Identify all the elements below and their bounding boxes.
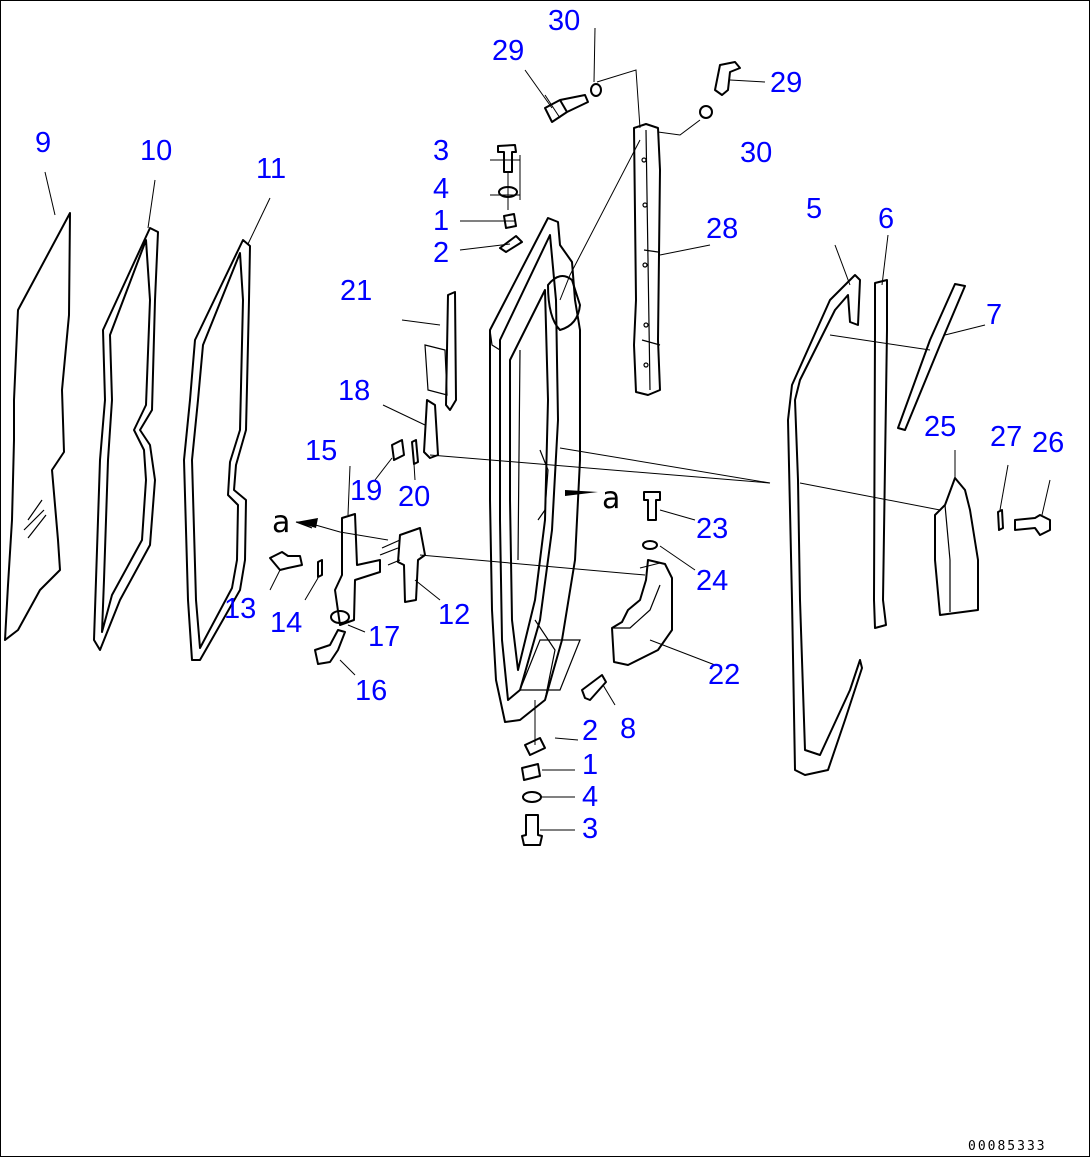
callout-22: 22 [708, 659, 740, 691]
latch-lever-18 [423, 399, 439, 459]
bolt-29-left [544, 94, 589, 123]
strip-6 [873, 279, 888, 629]
callout-13: 13 [224, 593, 256, 625]
bolt-16 [314, 629, 346, 665]
lock-bracket-15 [334, 513, 381, 626]
bolt-26 [1014, 514, 1051, 536]
callout-18: 18 [338, 375, 370, 407]
callout-14: 14 [270, 607, 302, 639]
callout-4-top: 4 [433, 173, 449, 205]
callout-9: 9 [35, 127, 51, 159]
lock-assembly-12 [379, 527, 426, 603]
center-arrow [565, 490, 598, 496]
callout-4-bottom: 4 [582, 781, 598, 813]
top-pin-hardware [497, 144, 523, 253]
bolt-13 [269, 551, 303, 571]
drawing-number: 00085333 [968, 1139, 1047, 1154]
callout-29-right: 29 [770, 67, 802, 99]
callout-24: 24 [696, 565, 728, 597]
callout-2-bottom: 2 [582, 715, 598, 747]
cover-plate-21 [424, 291, 457, 411]
callout-20: 20 [398, 481, 430, 513]
cover-22 [611, 559, 673, 666]
callout-3-top: 3 [433, 135, 449, 167]
bolt-23 [643, 491, 661, 521]
callout-12: 12 [438, 599, 470, 631]
callout-11: 11 [256, 153, 286, 185]
callout-2-top: 2 [433, 237, 449, 269]
washer-30-left [590, 83, 602, 97]
reference-mark-a-center: a [602, 481, 620, 516]
callout-5: 5 [806, 193, 822, 225]
callout-6: 6 [878, 203, 894, 235]
bottom-pin-hardware [521, 737, 546, 846]
callout-17: 17 [368, 621, 400, 653]
callout-15: 15 [305, 435, 337, 467]
spacer-8 [581, 674, 607, 701]
callout-1-top: 1 [433, 205, 449, 237]
washer-24 [642, 540, 658, 550]
callout-28: 28 [706, 213, 738, 245]
hinge-plate-part [633, 123, 661, 396]
callout-23: 23 [696, 513, 728, 545]
callout-30-right: 30 [740, 137, 772, 169]
callout-10: 10 [140, 135, 172, 167]
callout-30-left: 30 [548, 5, 580, 37]
weather-strip-5 [787, 274, 863, 776]
callout-26: 26 [1032, 427, 1064, 459]
cover-25 [934, 477, 979, 616]
door-frame [489, 217, 581, 723]
callout-25: 25 [924, 411, 956, 443]
arrow-head [296, 518, 318, 528]
washer-17 [330, 610, 350, 624]
callout-16: 16 [355, 675, 387, 707]
callout-1-bottom: 1 [582, 749, 598, 781]
callout-7: 7 [986, 299, 1002, 331]
glass-seal-part [93, 227, 159, 651]
callout-27: 27 [990, 421, 1022, 453]
callout-3-bottom: 3 [582, 813, 598, 845]
leader-lines [44, 27, 1051, 831]
washer-27 [997, 509, 1004, 531]
pin-20 [411, 439, 419, 465]
callout-8: 8 [620, 713, 636, 745]
bolt-29-right [714, 61, 741, 96]
rubber-strip-7 [897, 283, 966, 431]
callout-21: 21 [340, 275, 372, 307]
callout-29-left: 29 [492, 35, 524, 67]
seal-part [183, 239, 251, 661]
reference-mark-a-left: a [272, 505, 290, 540]
callout-19: 19 [350, 475, 382, 507]
washer-30-right [699, 105, 713, 119]
clip-19 [391, 439, 405, 461]
glass-pane-part [4, 212, 71, 641]
washer-14 [317, 559, 323, 578]
